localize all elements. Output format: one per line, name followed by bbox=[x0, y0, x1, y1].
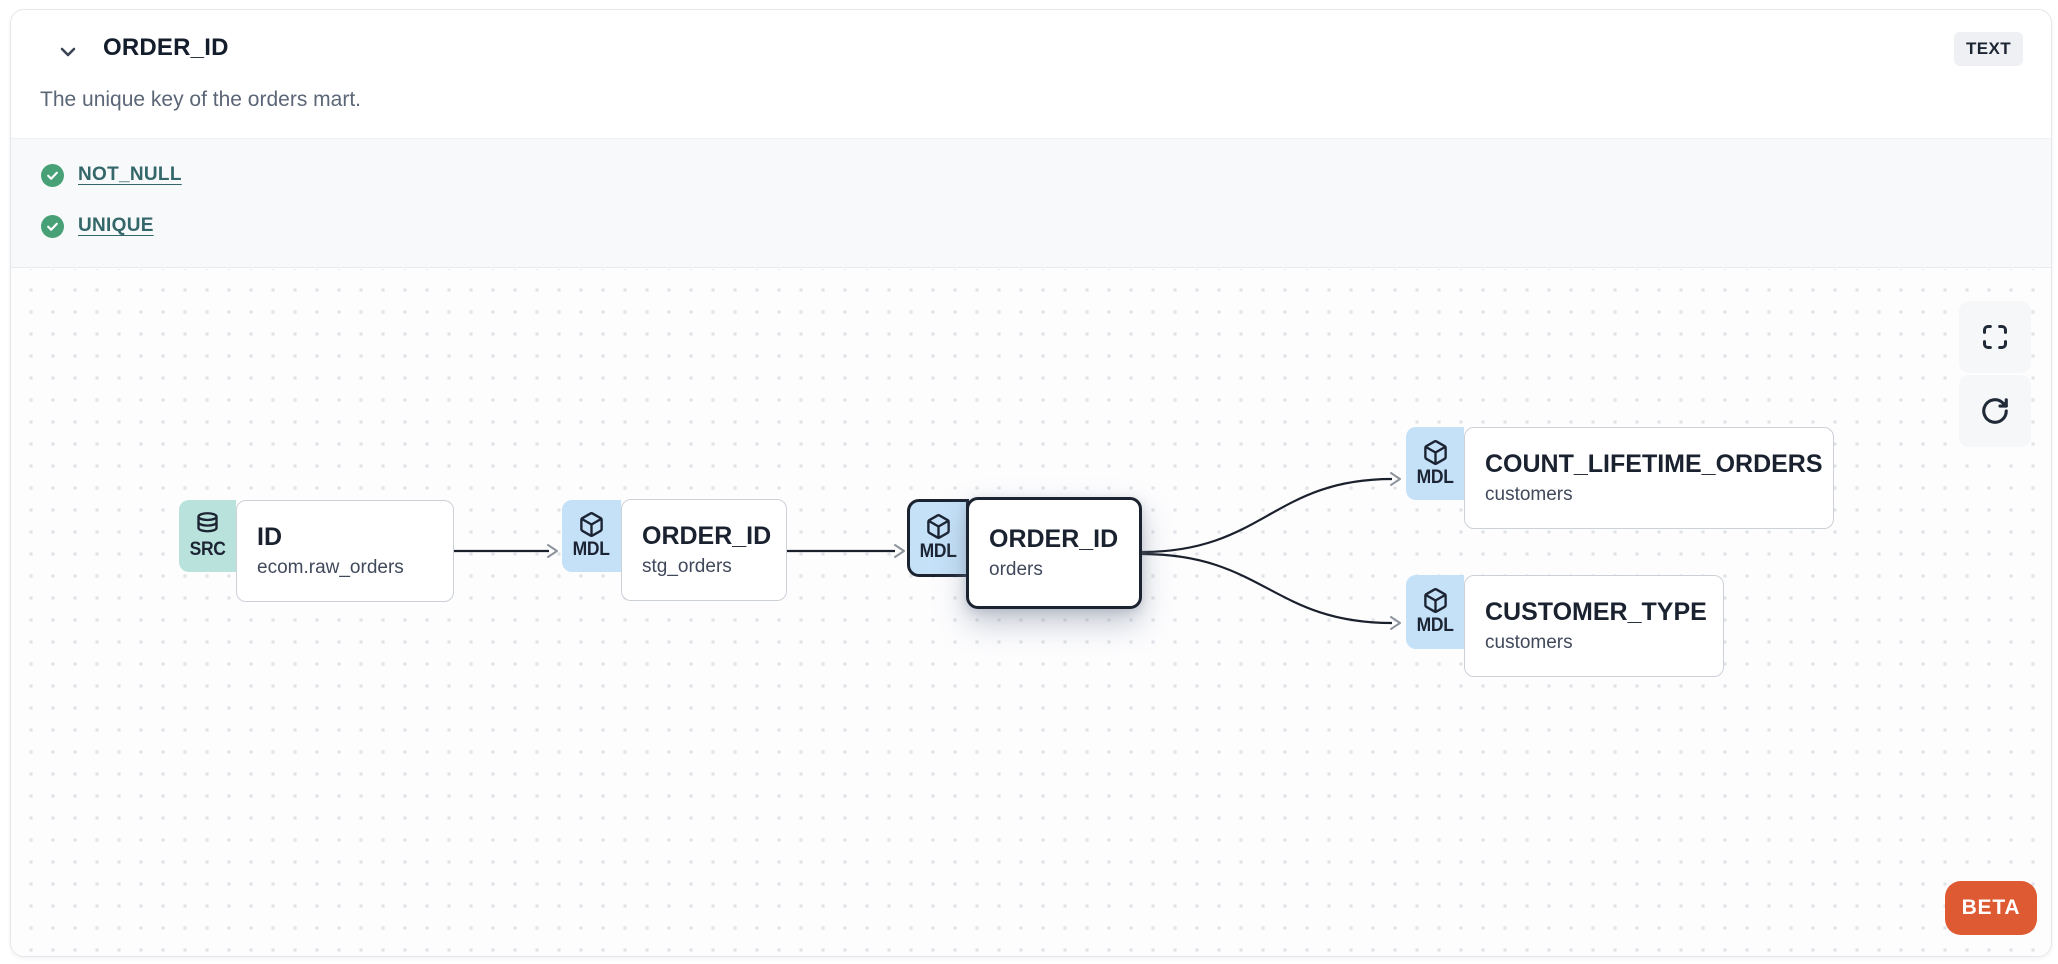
check-circle-icon bbox=[41, 214, 64, 238]
lineage-edges bbox=[454, 472, 1401, 630]
node-card-customer-type[interactable]: CUSTOMER_TYPE customers bbox=[1464, 575, 1724, 677]
node-card-orders-order-id[interactable]: ORDER_ID orders bbox=[966, 497, 1142, 609]
database-icon bbox=[194, 511, 221, 538]
node-subtitle: customers bbox=[1485, 632, 1573, 653]
fullscreen-button[interactable] bbox=[1959, 301, 2031, 373]
cube-icon bbox=[578, 511, 605, 538]
beta-badge: BETA bbox=[1945, 881, 2037, 935]
refresh-button[interactable] bbox=[1959, 375, 2031, 447]
node-card-count-lifetime-orders[interactable]: COUNT_LIFETIME_ORDERS customers bbox=[1464, 427, 1834, 529]
refresh-icon bbox=[1980, 396, 2010, 426]
node-subtitle: stg_orders bbox=[642, 556, 732, 577]
test-row: NOT_NULL bbox=[41, 162, 2051, 188]
cube-icon bbox=[925, 513, 952, 540]
badge-label: MDL bbox=[1416, 615, 1454, 636]
arrowhead-icon bbox=[547, 544, 558, 558]
node-subtitle: orders bbox=[989, 559, 1043, 580]
node-title: CUSTOMER_TYPE bbox=[1485, 598, 1707, 626]
src-badge: SRC bbox=[179, 500, 236, 572]
arrowhead-icon bbox=[1390, 616, 1401, 630]
node-card-stg-order-id[interactable]: ORDER_ID stg_orders bbox=[621, 499, 787, 601]
badge-label: MDL bbox=[1416, 466, 1454, 488]
node-title: ORDER_ID bbox=[642, 522, 772, 550]
tests-section: NOT_NULL UNIQUE bbox=[11, 138, 2051, 268]
badge-label: MDL bbox=[919, 541, 957, 562]
check-circle-icon bbox=[41, 163, 64, 187]
mdl-badge: MDL bbox=[1406, 575, 1464, 649]
arrowhead-icon bbox=[1390, 472, 1401, 486]
node-title: COUNT_LIFETIME_ORDERS bbox=[1485, 450, 1823, 478]
test-link-unique[interactable]: UNIQUE bbox=[78, 215, 154, 236]
mdl-badge: MDL bbox=[562, 500, 621, 572]
arrowhead-icon bbox=[894, 544, 905, 558]
column-description: The unique key of the orders mart. bbox=[40, 88, 361, 111]
badge-label: MDL bbox=[572, 539, 611, 560]
node-title: ID bbox=[257, 523, 282, 551]
cube-icon bbox=[1422, 587, 1449, 614]
test-row: UNIQUE bbox=[41, 213, 2051, 239]
collapse-button[interactable] bbox=[51, 35, 85, 69]
lineage-canvas[interactable]: SRC ID ecom.raw_orders MDL ORDER_ID stg_… bbox=[11, 269, 2051, 956]
column-details-panel: ORDER_ID TEXT The unique key of the orde… bbox=[10, 9, 2052, 957]
column-type-badge: TEXT bbox=[1953, 32, 2023, 66]
badge-label: SRC bbox=[189, 539, 226, 560]
cube-icon bbox=[1422, 439, 1449, 466]
fullscreen-icon bbox=[1981, 323, 2009, 351]
node-title: ORDER_ID bbox=[989, 525, 1119, 553]
node-subtitle: ecom.raw_orders bbox=[257, 557, 404, 578]
mdl-badge: MDL bbox=[907, 499, 969, 577]
node-card-src-id[interactable]: ID ecom.raw_orders bbox=[236, 500, 454, 602]
page-title: ORDER_ID bbox=[103, 34, 229, 61]
node-subtitle: customers bbox=[1485, 484, 1573, 505]
test-link-not-null[interactable]: NOT_NULL bbox=[78, 164, 182, 185]
edge-orders-to-customer-type bbox=[1141, 552, 1393, 625]
edge-orders-to-count bbox=[1141, 477, 1393, 554]
chevron-down-icon bbox=[56, 40, 80, 64]
header: ORDER_ID TEXT The unique key of the orde… bbox=[11, 10, 2051, 138]
mdl-badge: MDL bbox=[1406, 427, 1464, 500]
